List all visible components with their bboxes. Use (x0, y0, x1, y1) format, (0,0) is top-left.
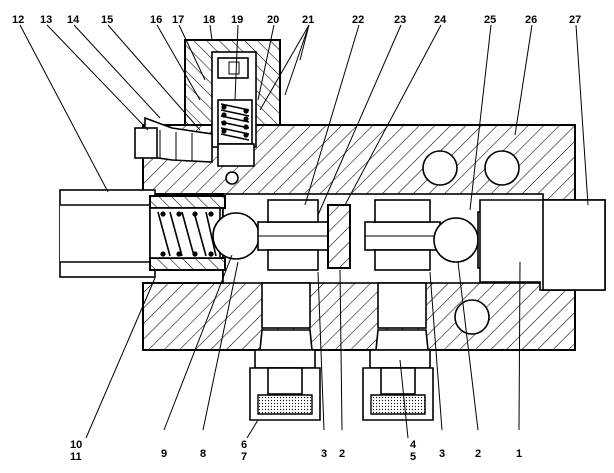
label-18: 18 (203, 14, 215, 26)
label-3-right: 3 (439, 448, 445, 460)
label-20: 20 (267, 14, 279, 26)
label-22: 22 (352, 14, 364, 26)
label-17: 17 (172, 14, 184, 26)
left-spool (257, 199, 329, 271)
label-9: 9 (161, 448, 167, 460)
label-1: 1 (516, 448, 522, 460)
left-ball (212, 212, 260, 260)
label-10: 10 (70, 439, 82, 451)
label-25: 25 (484, 14, 496, 26)
right-end-cap (479, 199, 606, 291)
left-spring (149, 207, 221, 259)
label-24: 24 (434, 14, 447, 26)
label-15: 15 (101, 14, 113, 26)
left-bottom-fitting (249, 282, 321, 421)
label-5: 5 (410, 451, 416, 463)
label-3-left: 3 (321, 448, 327, 460)
label-13: 13 (40, 14, 52, 26)
label-6: 6 (241, 439, 247, 451)
right-ball (433, 217, 479, 263)
label-21: 21 (302, 14, 314, 26)
label-8: 8 (200, 448, 206, 460)
label-23: 23 (394, 14, 406, 26)
top-spring (217, 99, 255, 185)
label-4: 4 (410, 439, 417, 451)
center-stop (327, 204, 351, 269)
label-27: 27 (569, 14, 581, 26)
label-16: 16 (150, 14, 162, 26)
label-2-right: 2 (475, 448, 481, 460)
label-7: 7 (241, 451, 247, 463)
label-19: 19 (231, 14, 243, 26)
leader-lines (19, 24, 589, 439)
top-labels: 12 13 14 15 16 17 18 19 20 21 22 23 24 2… (12, 14, 581, 26)
label-2-left: 2 (339, 448, 345, 460)
label-11: 11 (70, 451, 82, 463)
label-12: 12 (12, 14, 24, 26)
right-spool (364, 199, 441, 271)
bottom-labels: 10 11 9 8 6 7 3 2 4 5 3 2 1 (70, 439, 522, 463)
left-plug-fitting (134, 116, 213, 163)
right-bottom-fitting (362, 282, 434, 421)
label-26: 26 (525, 14, 537, 26)
label-14: 14 (67, 14, 80, 26)
